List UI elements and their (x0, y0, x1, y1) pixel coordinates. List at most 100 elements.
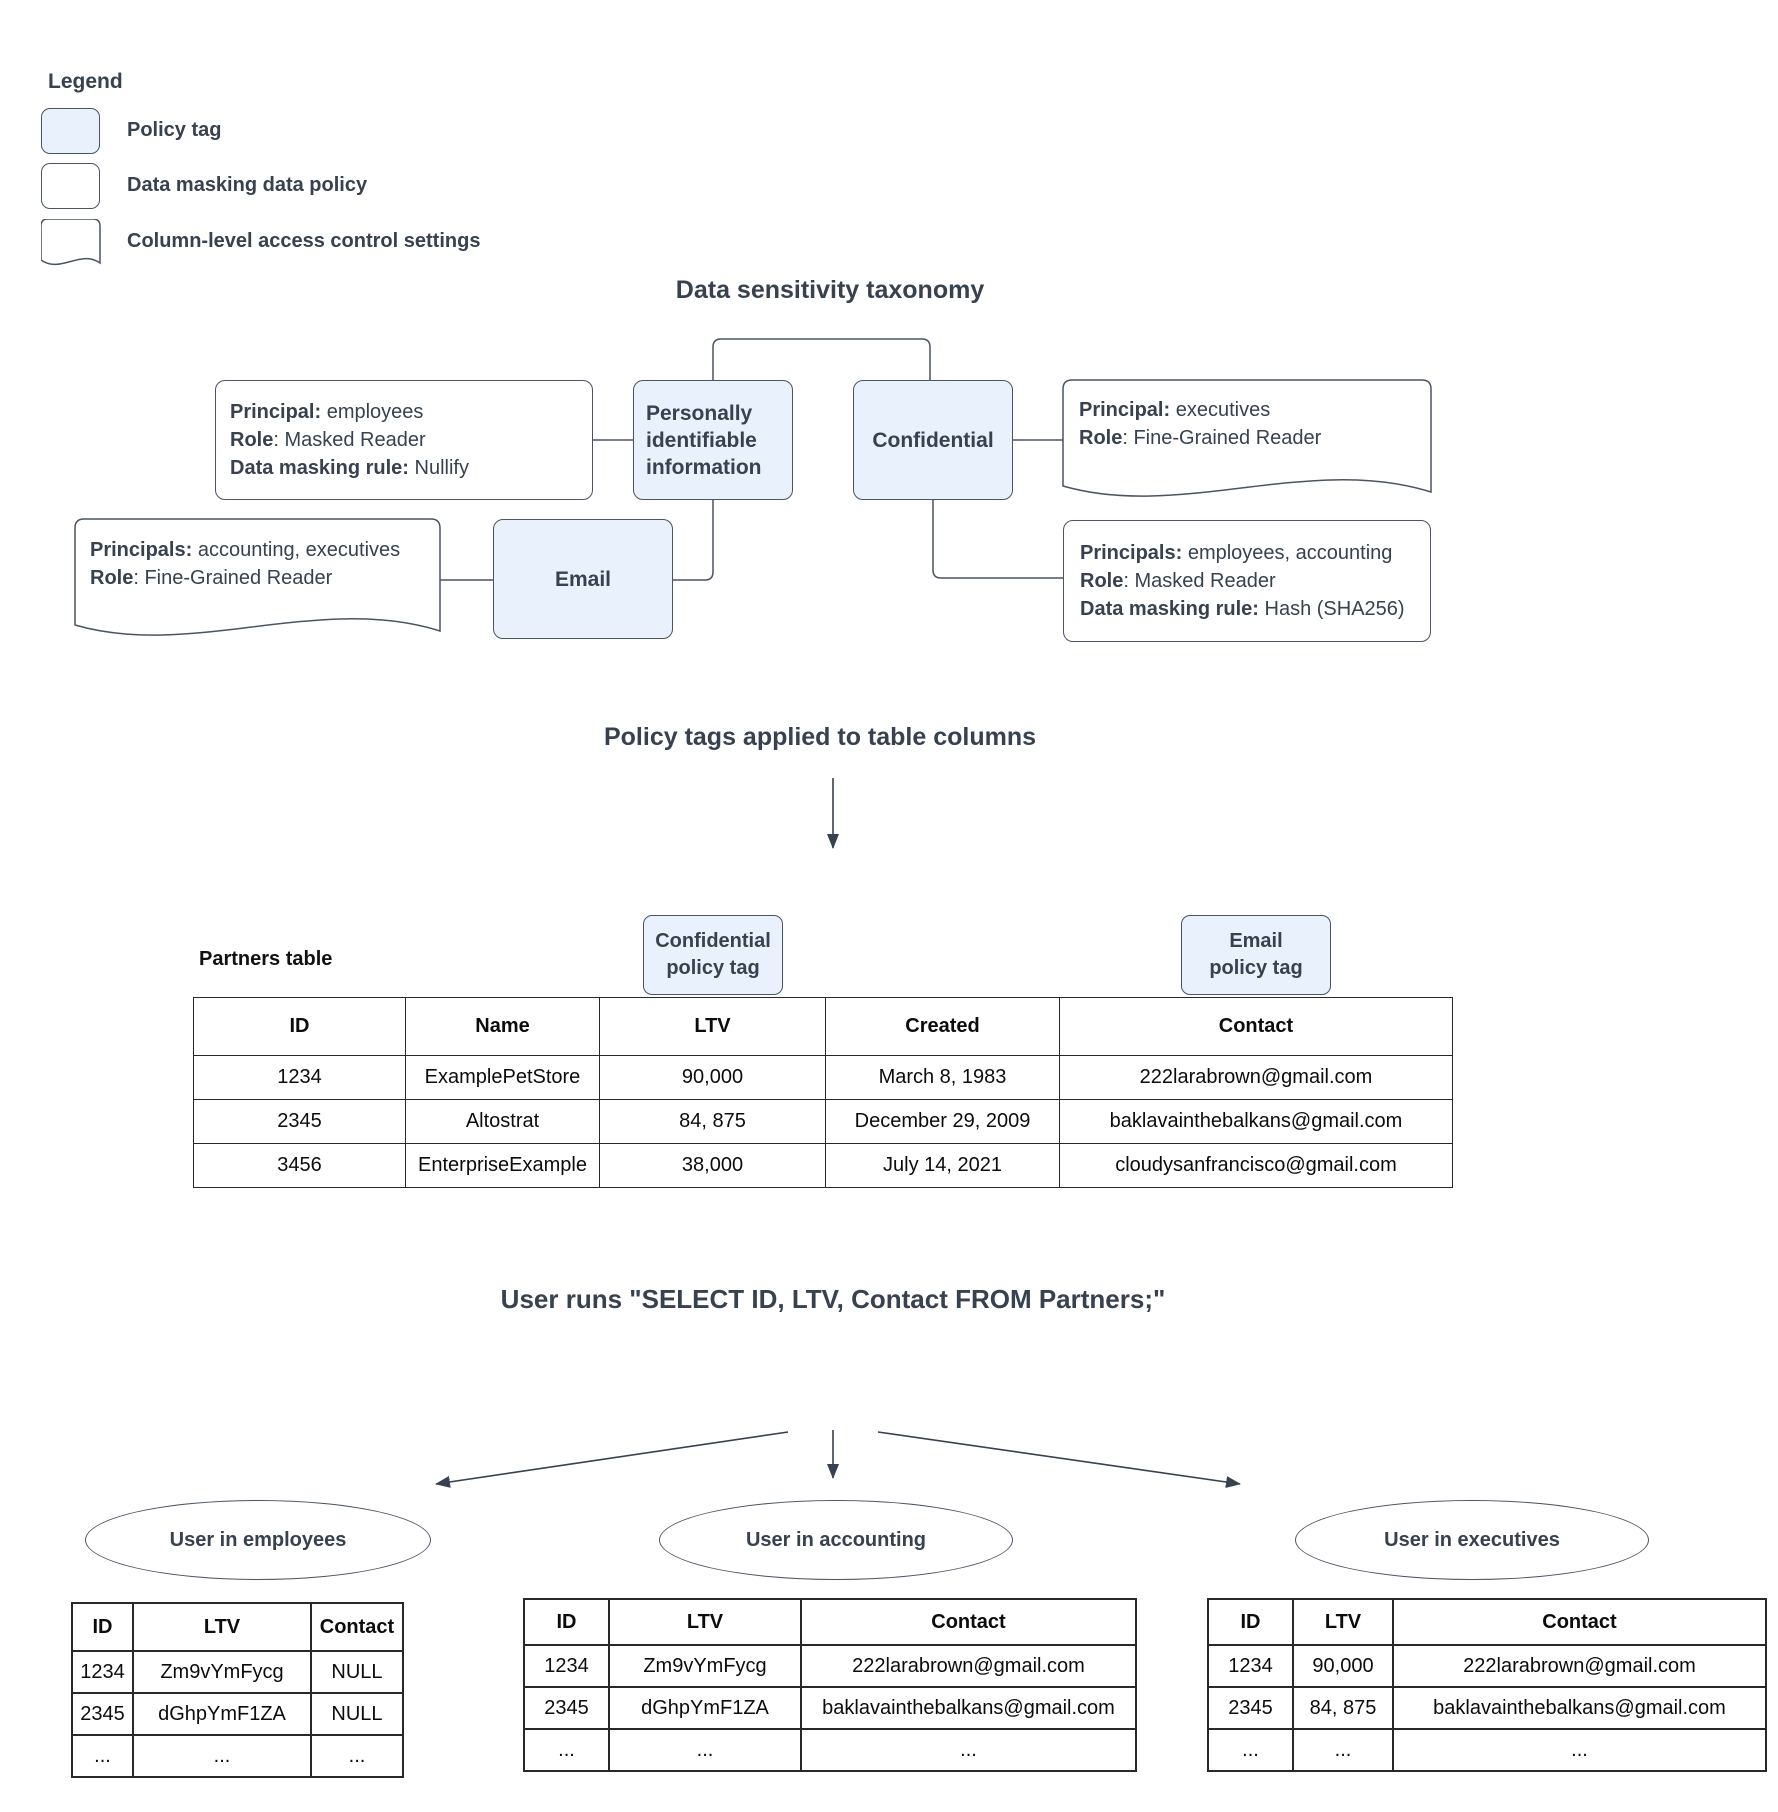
result-table-executives: ID LTV Contact 1234 90,000 222larabrown@… (1207, 1598, 1767, 1772)
table-cell: 1234 (1207, 1644, 1294, 1688)
table-cell: 222larabrown@gmail.com (1059, 1055, 1453, 1100)
table-cell: 3456 (193, 1143, 406, 1188)
column-header: Contact (310, 1602, 404, 1652)
policy-tag-label-email: Email policy tag (1181, 915, 1331, 995)
column-header: Name (405, 997, 600, 1056)
table-cell: ... (608, 1728, 802, 1772)
table-cell: December 29, 2009 (825, 1099, 1060, 1144)
legend-item-data-masking: Data masking data policy (127, 174, 368, 196)
table-cell: Zm9vYmFycg (132, 1650, 312, 1694)
table-cell: 222larabrown@gmail.com (800, 1644, 1137, 1688)
legend-item-column-access: Column-level access control settings (127, 230, 481, 252)
table-cell: March 8, 1983 (825, 1055, 1060, 1100)
taxonomy-title: Data sensitivity taxonomy (675, 276, 985, 304)
column-header: LTV (132, 1602, 312, 1652)
legend-item-policy-tag: Policy tag (127, 119, 222, 141)
table-cell: baklavainthebalkans@gmail.com (1392, 1686, 1767, 1730)
column-header: Created (825, 997, 1060, 1056)
table-row: 1234 Zm9vYmFycg 222larabrown@gmail.com (523, 1644, 1137, 1688)
column-header: LTV (608, 1598, 802, 1646)
table-cell: baklavainthebalkans@gmail.com (800, 1686, 1137, 1730)
table-cell: ... (800, 1728, 1137, 1772)
policy-line: Principals: employees, accounting (1080, 542, 1393, 564)
table-cell: 2345 (193, 1099, 406, 1144)
policy-tag-swatch (41, 108, 100, 154)
access-line: Role: Fine-Grained Reader (1079, 427, 1322, 449)
table-header-row: ID LTV Contact (71, 1602, 404, 1652)
table-cell: ExamplePetStore (405, 1055, 600, 1100)
table-cell: 38,000 (599, 1143, 826, 1188)
table-cell: ... (1292, 1728, 1394, 1772)
partners-table: ID Name LTV Created Contact 1234 Example… (193, 997, 1453, 1188)
table-header-row: ID LTV Contact (523, 1598, 1137, 1646)
partners-table-label: Partners table (199, 948, 333, 970)
access-settings-shape-accounting (74, 518, 441, 636)
table-cell: ... (132, 1734, 312, 1778)
column-header: Contact (1392, 1598, 1767, 1646)
table-cell: ... (310, 1734, 404, 1778)
column-access-swatch (41, 219, 101, 266)
table-cell: 84, 875 (599, 1099, 826, 1144)
table-cell: 1234 (193, 1055, 406, 1100)
table-cell: dGhpYmF1ZA (608, 1686, 802, 1730)
table-row: 1234 ExamplePetStore 90,000 March 8, 198… (193, 1055, 1453, 1100)
table-cell: ... (523, 1728, 610, 1772)
column-header: LTV (599, 997, 826, 1056)
table-cell: Altostrat (405, 1099, 600, 1144)
access-line: Principals: accounting, executives (90, 539, 401, 561)
policy-tag-confidential: Confidential (853, 380, 1013, 500)
table-cell: baklavainthebalkans@gmail.com (1059, 1099, 1453, 1144)
access-settings-accounting: Principals: accounting, executives Role:… (90, 536, 430, 592)
data-policy-box-employees: Principal: employees Role: Masked Reader… (215, 380, 593, 500)
column-header: Contact (1059, 997, 1453, 1056)
result-table-accounting: ID LTV Contact 1234 Zm9vYmFycg 222larabr… (523, 1598, 1137, 1772)
column-header: Contact (800, 1598, 1137, 1646)
table-cell: 1234 (523, 1644, 610, 1688)
user-badge-accounting: User in accounting (659, 1500, 1013, 1580)
policy-line: Role: Masked Reader (1080, 570, 1276, 592)
table-cell: EnterpriseExample (405, 1143, 600, 1188)
result-table-employees: ID LTV Contact 1234 Zm9vYmFycg NULL 2345… (71, 1602, 404, 1778)
table-row: ... ... ... (523, 1728, 1137, 1772)
access-settings-shape-executives (1062, 379, 1432, 497)
table-cell: 2345 (523, 1686, 610, 1730)
query-arrow-executives (877, 1431, 1241, 1488)
table-row: ... ... ... (71, 1734, 404, 1778)
taxonomy-bracket-connector (712, 338, 931, 380)
table-row: 2345 84, 875 baklavainthebalkans@gmail.c… (1207, 1686, 1767, 1730)
table-cell: July 14, 2021 (825, 1143, 1060, 1188)
table-cell: 2345 (71, 1692, 134, 1736)
column-header: ID (193, 997, 406, 1056)
table-cell: ... (1207, 1728, 1294, 1772)
user-badge-employees: User in employees (85, 1500, 431, 1580)
column-header: ID (523, 1598, 610, 1646)
table-cell: dGhpYmF1ZA (132, 1692, 312, 1736)
table-cell: 2345 (1207, 1686, 1294, 1730)
column-header: ID (71, 1602, 134, 1652)
table-cell: 90,000 (1292, 1644, 1394, 1688)
column-header: LTV (1292, 1598, 1394, 1646)
table-cell: 1234 (71, 1650, 134, 1694)
table-cell: NULL (310, 1650, 404, 1694)
policy-tag-email: Email (493, 519, 673, 639)
table-row: 3456 EnterpriseExample 38,000 July 14, 2… (193, 1143, 1453, 1188)
table-cell: ... (71, 1734, 134, 1778)
table-cell: ... (1392, 1728, 1767, 1772)
table-cell: 84, 875 (1292, 1686, 1394, 1730)
access-settings-executives: Principal: executives Role: Fine-Grained… (1079, 396, 1419, 452)
table-row: 2345 dGhpYmF1ZA NULL (71, 1692, 404, 1736)
connector-confidential-hash (932, 499, 1063, 579)
data-masking-swatch (41, 163, 100, 209)
table-row: 1234 90,000 222larabrown@gmail.com (1207, 1644, 1767, 1688)
table-row: 1234 Zm9vYmFycg NULL (71, 1650, 404, 1694)
query-arrow-employees (435, 1431, 789, 1488)
table-header-row: ID Name LTV Created Contact (193, 997, 1453, 1056)
table-cell: NULL (310, 1692, 404, 1736)
access-line: Role: Fine-Grained Reader (90, 567, 333, 589)
table-row: 2345 dGhpYmF1ZA baklavainthebalkans@gmai… (523, 1686, 1137, 1730)
table-row: ... ... ... (1207, 1728, 1767, 1772)
connector-email-pii (673, 499, 714, 581)
access-line: Principal: executives (1079, 399, 1271, 421)
user-badge-executives: User in executives (1295, 1500, 1649, 1580)
